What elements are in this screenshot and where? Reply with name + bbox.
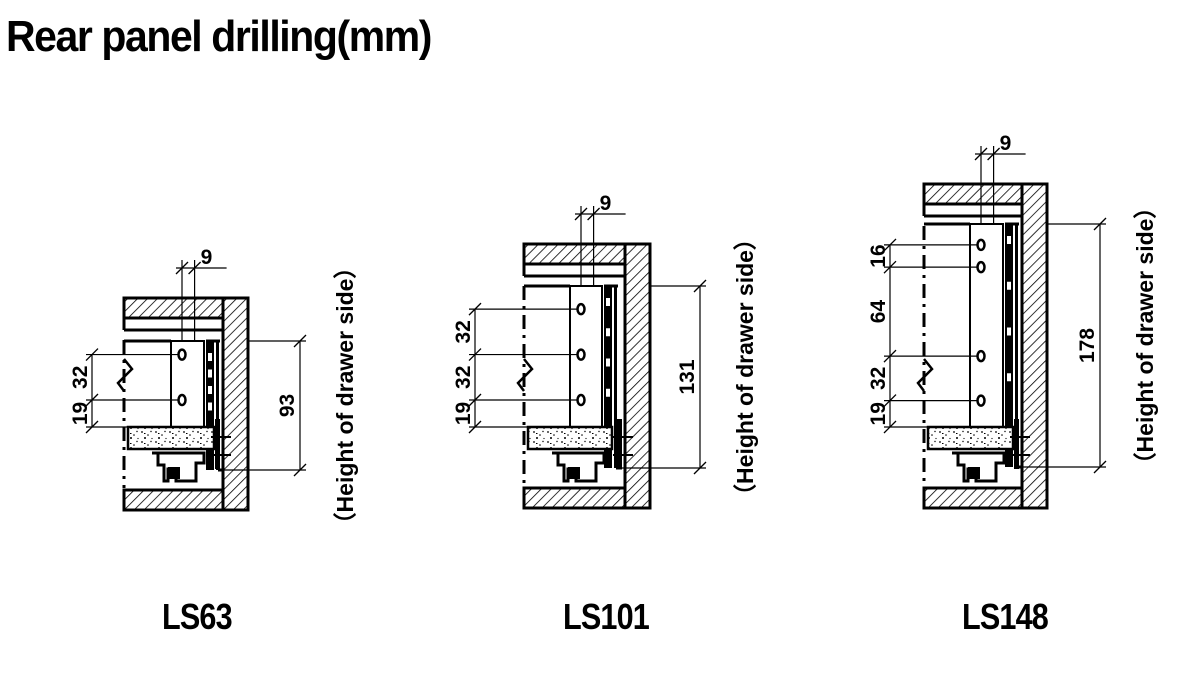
drawer-side-height-label: 93 bbox=[276, 394, 299, 417]
drawer-side-slot bbox=[1007, 327, 1011, 336]
spacing-dimension-label: 32 bbox=[867, 367, 890, 390]
drill-hole bbox=[177, 348, 187, 361]
back-panel bbox=[221, 296, 250, 512]
cabinet-bottom-panel bbox=[122, 488, 225, 512]
drawer-side-slot bbox=[208, 369, 212, 378]
drawer-side-wall bbox=[1015, 224, 1018, 467]
dimension-tick bbox=[1093, 217, 1107, 231]
runner-core bbox=[168, 467, 180, 479]
spacing-dimension-label: 19 bbox=[867, 402, 890, 425]
mounting-bracket bbox=[1014, 419, 1019, 469]
mounting-bracket bbox=[617, 419, 622, 469]
drill-hole bbox=[576, 302, 586, 316]
drawer-side-slot bbox=[1007, 281, 1011, 290]
cabinet-bottom-panel bbox=[522, 486, 627, 510]
drawer-side-slot bbox=[208, 402, 212, 411]
page-title: Rear panel drilling(mm) bbox=[6, 12, 432, 61]
drill-hole bbox=[976, 349, 986, 363]
drawer-side-slot bbox=[208, 353, 212, 361]
drawer-side-profile bbox=[604, 286, 612, 468]
drawer-side-wall bbox=[216, 341, 219, 470]
spacing-dimension-label: 32 bbox=[452, 366, 475, 389]
drawer-bottom-board bbox=[526, 425, 614, 451]
drawer-side-profile bbox=[1005, 224, 1013, 467]
drawer-side-slot bbox=[606, 328, 610, 337]
offset-dimension-label: 9 bbox=[1000, 132, 1012, 155]
drawer-side-caption: （Height of drawer side） bbox=[732, 227, 758, 507]
cabinet-top-panel bbox=[122, 296, 225, 320]
runner-core bbox=[968, 467, 980, 479]
runner-core bbox=[568, 467, 580, 479]
drill-hole bbox=[177, 393, 187, 407]
spacing-dimension-label: 19 bbox=[452, 402, 475, 425]
offset-dimension-label: 9 bbox=[600, 192, 612, 215]
dimension-tick bbox=[1093, 460, 1107, 474]
drawer-side-caption: （Height of drawer side） bbox=[1132, 196, 1158, 476]
model-label-ls63: LS63 bbox=[162, 596, 233, 637]
drawer-side-wall bbox=[614, 286, 617, 468]
drawing-ls101: 19 32 32 9 131 （Height of drawer side） bbox=[452, 192, 758, 510]
dimension-tick bbox=[574, 207, 588, 221]
dimension-tick bbox=[293, 334, 307, 348]
drill-hole bbox=[576, 393, 586, 407]
drawer-side-height-label: 131 bbox=[676, 359, 699, 394]
drawer-side-slot bbox=[1007, 236, 1011, 244]
spacing-dimension-label: 16 bbox=[867, 244, 890, 267]
dimension-tick bbox=[188, 261, 202, 275]
drill-hole bbox=[576, 348, 586, 361]
drawer-side-slot bbox=[606, 388, 610, 397]
back-panel bbox=[623, 242, 652, 510]
model-label-ls148: LS148 bbox=[962, 596, 1049, 637]
zigzag-break-icon bbox=[516, 358, 534, 392]
drill-hole bbox=[976, 260, 986, 274]
drill-hole bbox=[976, 394, 986, 407]
dimension-tick bbox=[587, 207, 601, 221]
back-panel bbox=[1020, 182, 1049, 510]
cabinet-top-panel bbox=[922, 182, 1024, 206]
drill-hole bbox=[976, 238, 986, 252]
drawer-side-slot bbox=[606, 298, 610, 306]
cabinet-top-panel bbox=[522, 242, 627, 266]
dimension-tick bbox=[974, 147, 988, 161]
drawer-side-slot bbox=[1007, 373, 1011, 382]
dimension-tick bbox=[987, 147, 1001, 161]
drawer-side-slot bbox=[208, 386, 212, 394]
spacing-dimension-label: 19 bbox=[69, 402, 92, 425]
zigzag-break-icon bbox=[116, 358, 134, 392]
rear-panel bbox=[969, 223, 1004, 428]
spacing-dimension-label: 32 bbox=[69, 366, 92, 389]
rear-panel bbox=[170, 340, 205, 428]
drawer-side-caption: （Height of drawer side） bbox=[332, 256, 358, 536]
drawing-ls148: 19 32 64 16 9 178 （Height of drawer side） bbox=[867, 132, 1158, 510]
mounting-bracket bbox=[215, 419, 220, 469]
spacing-dimension-label: 32 bbox=[452, 320, 475, 343]
model-label-ls101: LS101 bbox=[563, 596, 650, 637]
offset-dimension-label: 9 bbox=[201, 246, 213, 269]
drawing-ls63: 19 32 9 93 （Height of drawer side） bbox=[69, 246, 358, 535]
dimension-tick bbox=[293, 463, 307, 477]
cabinet-bottom-panel bbox=[922, 486, 1024, 510]
zigzag-break-icon bbox=[916, 358, 934, 392]
drawer-bottom-board bbox=[126, 425, 216, 451]
dimension-tick bbox=[175, 261, 189, 275]
drawer-side-height-label: 178 bbox=[1076, 328, 1099, 363]
spacing-dimension-label: 64 bbox=[867, 300, 890, 324]
drawer-bottom-board bbox=[926, 425, 1015, 451]
dimension-tick bbox=[693, 461, 707, 475]
rear-panel bbox=[569, 285, 603, 428]
dimension-tick bbox=[693, 279, 707, 293]
drawer-side-slot bbox=[606, 358, 610, 367]
